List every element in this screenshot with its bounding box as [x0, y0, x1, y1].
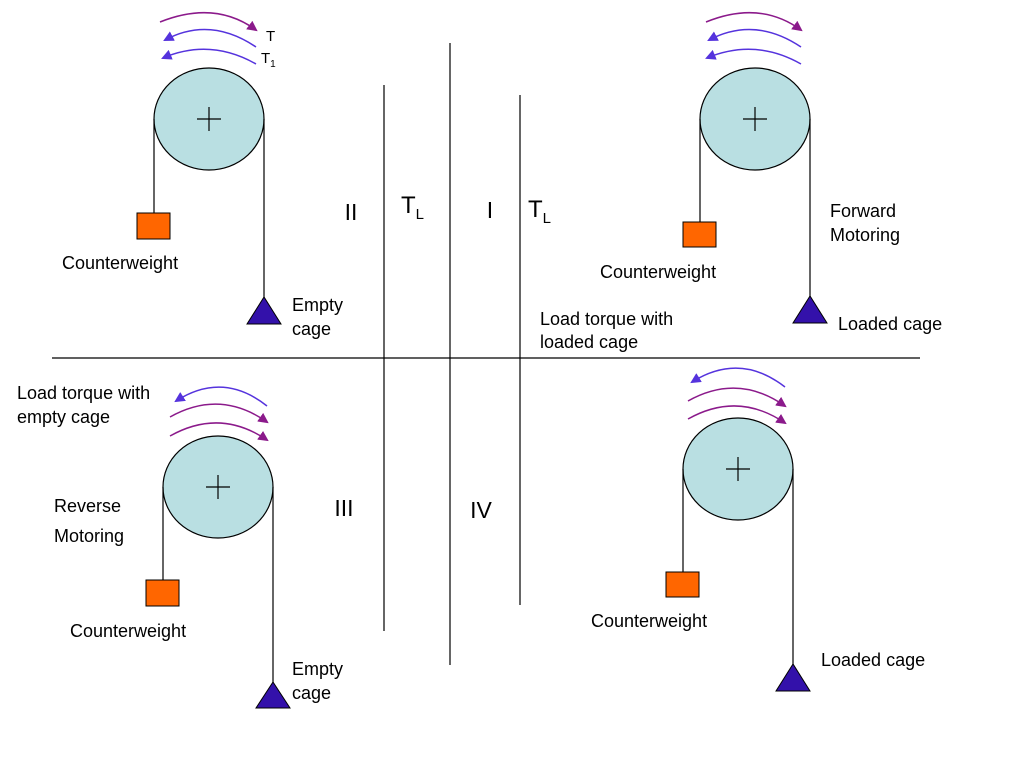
- quadrant-3-hoist: Load torque with empty cage Reverse Moto…: [17, 383, 343, 709]
- torque-arrow-icon: [174, 386, 268, 407]
- quadrant-2-numeral: II: [345, 199, 358, 225]
- torque-arrow-icon: [163, 28, 257, 48]
- counterweight-label: Counterweight: [600, 262, 716, 282]
- torque-arrow-icon: [169, 422, 269, 442]
- torque-label-T1: T1: [261, 50, 276, 70]
- mode-label-line2: Motoring: [830, 225, 900, 245]
- cage-label-line2: cage: [292, 319, 331, 339]
- quadrant-1-numeral: I: [487, 197, 493, 223]
- mode-label-line2: Motoring: [54, 526, 124, 546]
- quadrant-4-hoist: Counterweight Loaded cage: [591, 367, 925, 692]
- counterweight-icon: [665, 571, 700, 598]
- cage-icon: [775, 663, 811, 692]
- cage-label: Loaded cage: [821, 650, 925, 670]
- counterweight-icon: [682, 221, 717, 248]
- cage-icon: [246, 296, 282, 325]
- cage-icon: [792, 295, 828, 324]
- counterweight-label: Counterweight: [70, 621, 186, 641]
- torque-arrow-icon: [169, 403, 269, 424]
- load-torque-label-line1: Load torque with: [540, 309, 673, 329]
- torque-arrow-icon: [159, 11, 258, 32]
- quadrant-4-numeral: IV: [470, 497, 492, 523]
- quadrant-1-hoist: Counterweight Forward Motoring Loaded ca…: [540, 11, 942, 352]
- quadrant-2-hoist: T T1 Counterweight Empty cage: [62, 11, 343, 339]
- cage-label-line2: cage: [292, 683, 331, 703]
- cage-label-line1: Empty: [292, 295, 343, 315]
- cage-label-line1: Empty: [292, 659, 343, 679]
- counterweight-icon: [136, 212, 171, 240]
- torque-arrow-icon: [705, 11, 803, 32]
- torque-label-left: TL: [401, 192, 424, 223]
- counterweight-icon: [145, 579, 180, 607]
- torque-arrow-icon: [707, 28, 802, 48]
- mode-label-line1: Forward: [830, 201, 896, 221]
- counterweight-label: Counterweight: [591, 611, 707, 631]
- load-torque-label-line2: loaded cage: [540, 332, 638, 352]
- mode-label-line1: Reverse: [54, 496, 121, 516]
- cage-icon: [255, 681, 291, 709]
- counterweight-label: Counterweight: [62, 253, 178, 273]
- torque-arrow-icon: [690, 367, 786, 388]
- torque-label-T: T: [266, 28, 275, 45]
- torque-arrow-icon: [161, 48, 257, 65]
- cage-label: Loaded cage: [838, 314, 942, 334]
- torque-arrow-icon: [687, 405, 787, 425]
- torque-label-right: TL: [528, 196, 551, 227]
- quadrant-3-numeral: III: [334, 495, 353, 521]
- load-torque-label-line1: Load torque with: [17, 383, 150, 403]
- load-torque-label-line2: empty cage: [17, 407, 110, 427]
- torque-arrow-icon: [705, 48, 802, 65]
- torque-arrow-icon: [687, 387, 787, 408]
